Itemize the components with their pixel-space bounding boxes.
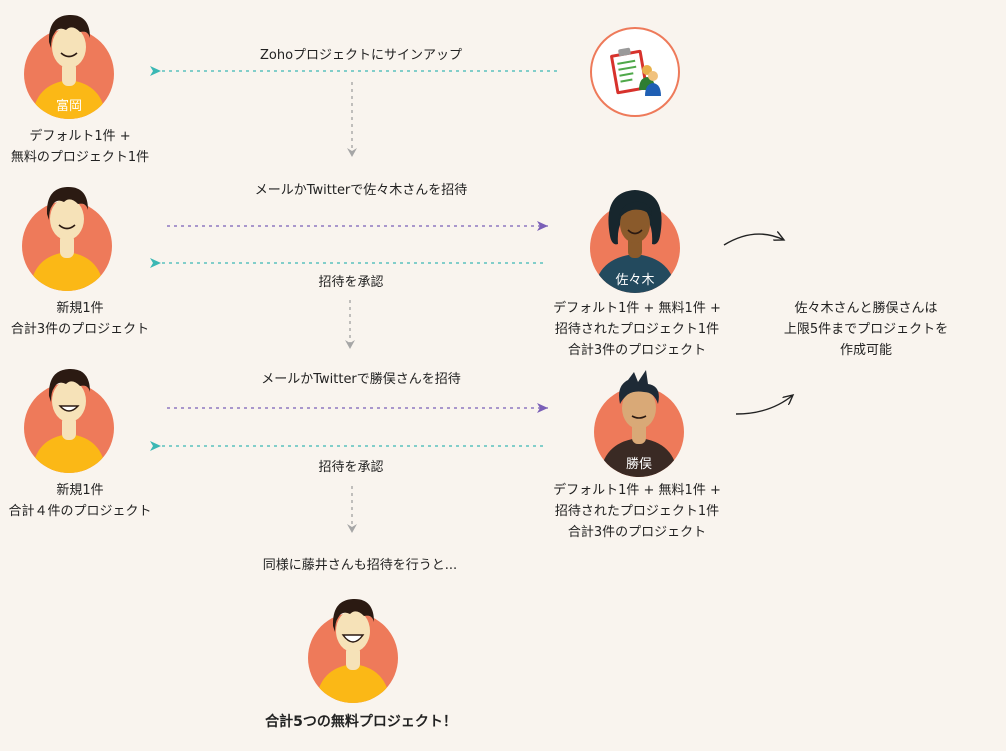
avatar-name-sasaki: 佐々木 — [615, 273, 655, 288]
step-fujii: 同様に藤井さんも招待を行うと... — [262, 558, 458, 573]
caption-line: 合計3件のプロジェクト — [10, 322, 150, 337]
caption-line: デフォルト1件 + — [29, 129, 131, 144]
step-invite-katsumata: メールかTwitterで勝俣さんを招待 — [261, 372, 461, 387]
note-line: 佐々木さんと勝俣さんは — [794, 301, 938, 316]
step-accept-2: 招待を承認 — [318, 460, 384, 475]
caption-katsumata: デフォルト1件 + 無料1件 + 招待されたプロジェクト1件 合計3件のプロジェ… — [553, 480, 721, 543]
avatar-sasaki: 佐々木 — [588, 186, 682, 294]
caption-line: 招待されたプロジェクト1件 — [554, 322, 720, 337]
caption-tomioka: デフォルト1件 + 無料のプロジェクト1件 — [11, 126, 149, 168]
note-line: 上限5件までプロジェクトを — [783, 322, 949, 337]
avatar-katsumata: 勝俣 — [592, 370, 686, 478]
caption-line: 合計3件のプロジェクト — [567, 525, 707, 540]
step-signup: Zohoプロジェクトにサインアップ — [259, 48, 463, 63]
caption-line: 合計3件のプロジェクト — [567, 343, 707, 358]
avatar-final — [306, 596, 400, 704]
caption-line: 無料のプロジェクト1件 — [10, 150, 150, 165]
caption-line: デフォルト1件 + 無料1件 + — [553, 483, 721, 498]
step-accept-1: 招待を承認 — [318, 275, 384, 290]
avatar-tomioka-row3 — [22, 366, 116, 474]
final-caption: 合計5つの無料プロジェクト！ — [265, 714, 457, 730]
caption-line: 招待されたプロジェクト1件 — [554, 504, 720, 519]
app-icon-badge — [589, 26, 681, 118]
note-limit: 佐々木さんと勝俣さんは 上限5件までプロジェクトを 作成可能 — [784, 298, 948, 361]
avatar-tomioka: 富岡 — [22, 12, 116, 120]
caption-row3: 新規1件 合計４件のプロジェクト — [8, 480, 151, 522]
clipboard-users-icon — [590, 27, 680, 117]
avatar-tomioka-row2 — [20, 184, 114, 292]
avatar-name-katsumata: 勝俣 — [625, 457, 652, 472]
caption-row2: 新規1件 合計3件のプロジェクト — [11, 298, 149, 340]
note-line: 作成可能 — [839, 343, 892, 358]
avatar-name-tomioka: 富岡 — [55, 99, 82, 114]
caption-line: 合計４件のプロジェクト — [8, 504, 152, 519]
caption-line: 新規1件 — [56, 301, 104, 316]
caption-line: デフォルト1件 + 無料1件 + — [553, 301, 721, 316]
curve-arrow-top — [723, 234, 784, 246]
curve-arrow-bottom — [735, 395, 793, 415]
caption-sasaki: デフォルト1件 + 無料1件 + 招待されたプロジェクト1件 合計3件のプロジェ… — [553, 298, 721, 361]
caption-line: 新規1件 — [56, 483, 104, 498]
step-invite-sasaki: メールかTwitterで佐々木さんを招待 — [254, 183, 468, 198]
